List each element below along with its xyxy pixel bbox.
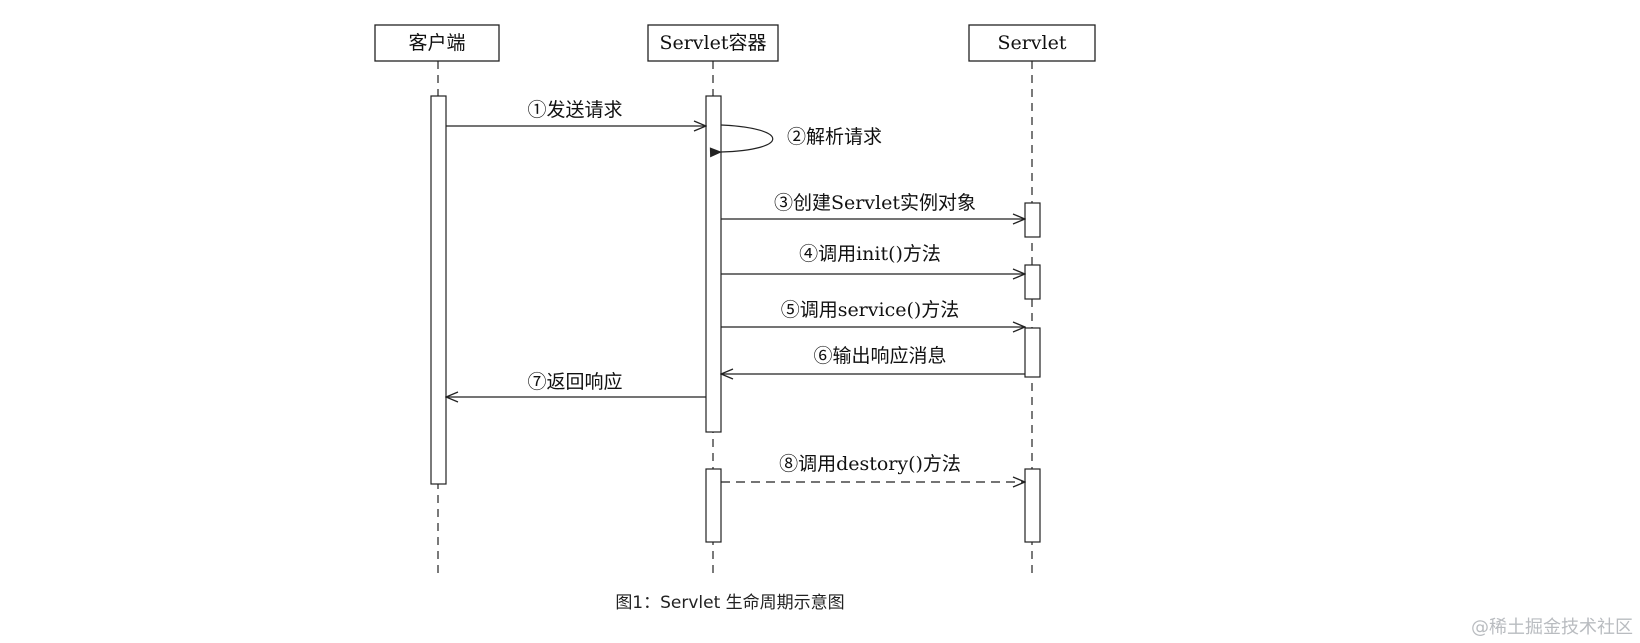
figure-caption: 图1：Servlet 生命周期示意图 — [615, 593, 844, 613]
message-label: ⑧调用destory()方法 — [779, 453, 961, 475]
message-call-destory: ⑧调用destory()方法 — [721, 453, 1025, 482]
message-call-init: ④调用init()方法 — [721, 243, 1025, 274]
message-create-instance: ③创建Servlet实例对象 — [721, 192, 1025, 219]
activation-bar-client — [430, 95, 447, 485]
activation-bar-container-2 — [705, 468, 722, 543]
message-send-request: ①发送请求 — [446, 99, 706, 126]
participant-box — [647, 24, 779, 62]
message-label: ⑤调用service()方法 — [781, 299, 960, 321]
message-return-response: ⑦返回响应 — [446, 371, 706, 397]
participant-servlet: Servlet — [968, 24, 1096, 62]
message-label: ⑦返回响应 — [527, 371, 622, 393]
message-label: ③创建Servlet实例对象 — [774, 192, 976, 214]
message-label: ④调用init()方法 — [799, 243, 941, 265]
participant-client: 客户端 — [374, 24, 500, 62]
message-label: ①发送请求 — [527, 99, 622, 121]
activation-bar-servlet — [1024, 202, 1041, 238]
participant-label: Servlet容器 — [659, 32, 766, 54]
activation-bar-servlet — [1024, 327, 1041, 378]
message-arrow — [709, 124, 774, 158]
watermark: @稀土掘金技术社区 — [1471, 617, 1633, 638]
message-call-service: ⑤调用service()方法 — [721, 299, 1025, 327]
message-parse-request: ②解析请求 — [709, 124, 882, 158]
participant-label: 客户端 — [408, 32, 465, 54]
message-label: ②解析请求 — [787, 126, 882, 148]
activation-bar-container — [705, 95, 722, 433]
message-output-response: ⑥输出响应消息 — [721, 345, 1025, 374]
participant-label: Servlet — [997, 32, 1066, 54]
message-label: ⑥输出响应消息 — [813, 345, 946, 367]
participant-box — [374, 24, 500, 62]
activation-bar-servlet — [1024, 264, 1041, 300]
activation-bar-servlet — [1024, 468, 1041, 543]
participant-container: Servlet容器 — [647, 24, 779, 62]
